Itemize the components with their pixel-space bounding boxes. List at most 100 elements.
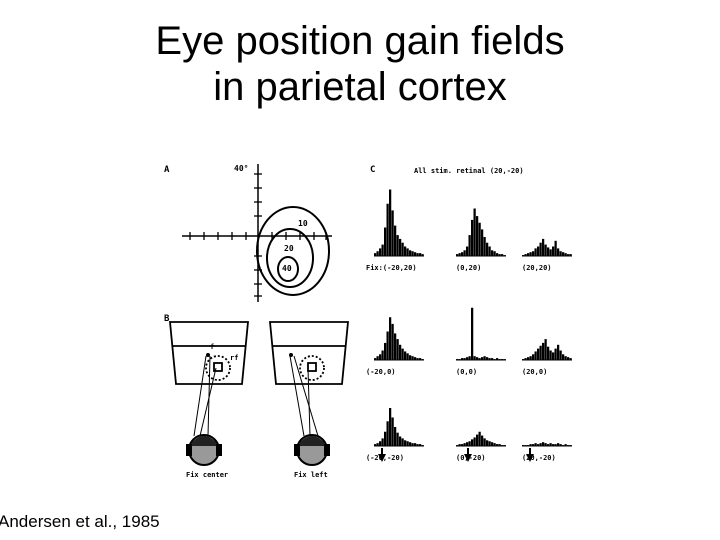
histogram-bar — [381, 350, 384, 360]
histogram-bar — [554, 240, 557, 256]
histogram-bar — [463, 250, 466, 256]
histogram-bar — [488, 441, 491, 446]
histogram-bar — [493, 359, 496, 360]
panel-c: C All stim. retinal (20,-20) Fix:(-20,20… — [366, 165, 572, 462]
histogram-bar — [406, 441, 409, 446]
histogram-bar — [529, 444, 532, 446]
histogram-bar — [458, 444, 461, 446]
histogram: (20,-20) — [522, 442, 572, 462]
histogram-bar — [481, 357, 484, 360]
histogram-bar — [461, 252, 464, 256]
histogram: (-20,-20) — [366, 408, 424, 462]
histogram-bar — [391, 417, 394, 446]
histogram-bar — [539, 345, 542, 360]
histogram-bar — [473, 208, 476, 256]
histogram-bar — [404, 351, 407, 360]
histogram-bar — [529, 356, 532, 360]
histogram-bar — [537, 444, 540, 446]
histogram-bar — [496, 444, 499, 446]
histogram-bar — [503, 255, 506, 256]
histogram-bar — [491, 250, 494, 256]
histogram-bar — [542, 442, 545, 446]
histogram-bar — [567, 254, 570, 256]
histogram-bar — [394, 333, 397, 360]
histogram-bar — [557, 248, 560, 256]
histogram-bar — [569, 445, 572, 446]
histogram-bar — [552, 444, 555, 446]
histogram-bar — [486, 357, 489, 360]
histogram-bar — [391, 323, 394, 360]
histogram-bar — [399, 238, 402, 256]
histogram-bar — [478, 431, 481, 446]
histogram-bar — [557, 344, 560, 360]
screen-fix-left — [269, 321, 349, 437]
histogram-bar — [399, 436, 402, 446]
histogram-bar — [496, 253, 499, 256]
fix-label: f — [210, 343, 214, 351]
histogram-bar — [501, 359, 504, 360]
histogram-bar — [381, 244, 384, 256]
histogram: (0,0) — [456, 307, 506, 376]
histogram-bar — [381, 438, 384, 446]
histogram-bar — [503, 359, 506, 360]
histogram-bar — [522, 255, 525, 256]
histogram-bar — [416, 444, 419, 446]
histogram-bar — [409, 250, 412, 256]
histogram-bar — [549, 443, 552, 446]
histogram-bar — [567, 445, 570, 446]
histogram-bar — [471, 307, 474, 360]
histogram-bar — [463, 358, 466, 360]
title-line-1: Eye position gain fields — [155, 19, 565, 63]
histogram-bar — [376, 356, 379, 360]
histogram-bar — [419, 444, 422, 446]
histogram: (20,20) — [522, 238, 572, 272]
histogram-bar — [501, 254, 504, 256]
histogram-bar — [547, 247, 550, 256]
histogram-bar — [394, 427, 397, 446]
histogram-bar — [534, 351, 537, 360]
histogram-bar — [542, 342, 545, 360]
histogram-bar — [466, 442, 469, 446]
histogram-bar — [411, 251, 414, 256]
citation: Andersen et al., 1985 — [0, 512, 160, 531]
histogram-bar — [389, 317, 392, 360]
rf-label: rf — [230, 354, 238, 362]
histogram-bar — [564, 356, 567, 360]
histogram-bar — [401, 438, 404, 446]
histogram-bar — [389, 408, 392, 446]
histogram-bar — [376, 443, 379, 446]
histogram-bar — [374, 358, 377, 360]
panel-a-axis-label: 40° — [234, 164, 248, 173]
histogram-bar — [466, 246, 469, 256]
histogram-bar — [396, 235, 399, 256]
panel-c-letter: C — [370, 165, 375, 175]
histogram-bar — [488, 246, 491, 256]
histogram-label: (20,20) — [522, 264, 552, 272]
histogram-bar — [379, 248, 382, 256]
figure: A 40° 10 20 40 B — [164, 164, 572, 479]
histogram-bar — [503, 445, 506, 446]
histogram-bar — [421, 359, 424, 360]
histogram-bar — [419, 358, 422, 360]
histogram-label: (20,0) — [522, 368, 547, 376]
histogram-bar — [498, 444, 501, 446]
histogram-bar — [539, 443, 542, 446]
histogram-bar — [458, 359, 461, 360]
histogram-bar — [562, 445, 565, 446]
histogram-bar — [468, 235, 471, 256]
panel-b-letter: B — [164, 314, 170, 324]
caption-fix-left: Fix left — [294, 471, 328, 479]
histogram-bar — [406, 353, 409, 360]
histogram-bar — [569, 358, 572, 360]
histogram-bar — [527, 357, 530, 360]
head-fix-left — [294, 434, 330, 466]
histogram-bar — [557, 443, 560, 446]
fixation-point — [206, 353, 210, 357]
histogram-bar — [537, 246, 540, 256]
histogram: (-20,0) — [366, 317, 424, 376]
histogram-bar — [524, 445, 527, 446]
stimulus-arrows — [378, 448, 534, 462]
histogram-bar — [463, 443, 466, 446]
histogram-bar — [498, 359, 501, 360]
histogram-bar — [409, 442, 412, 446]
